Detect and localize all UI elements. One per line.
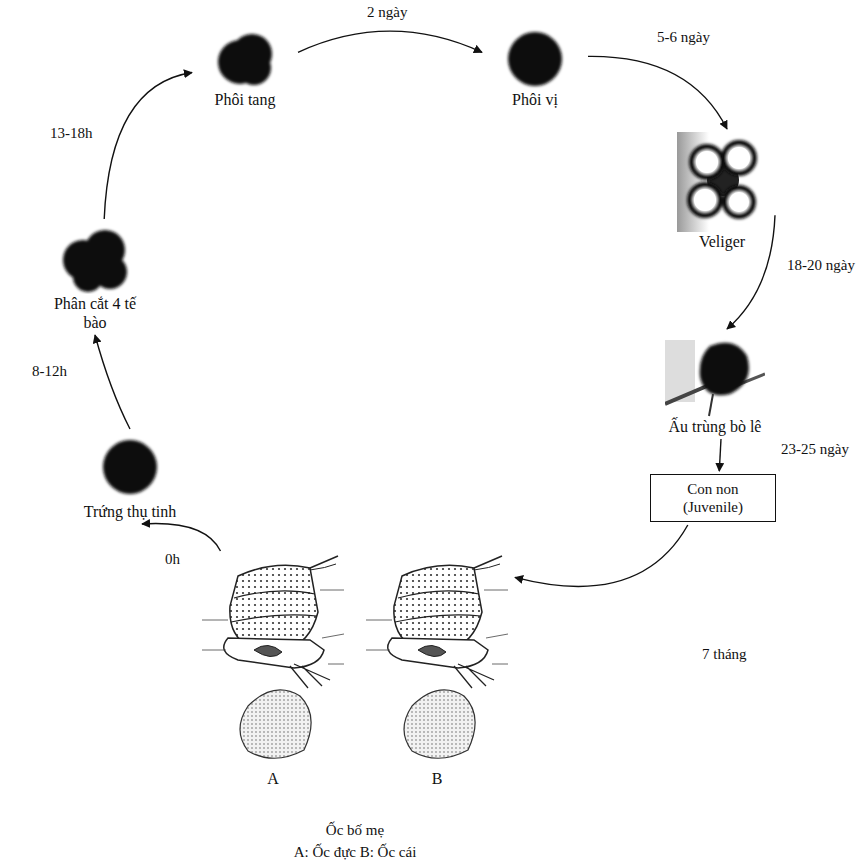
figure-letter: B [432,769,443,788]
illustration-part [474,564,500,570]
illustration [95,432,165,502]
illustration-part [665,386,707,404]
illustration [500,28,570,90]
cycle-arrow [104,73,192,219]
illustration-part [103,440,157,494]
stage-label: Ấu trùng bò lê [669,417,762,436]
duration-label: 7 tháng [700,645,749,663]
illustration-part [310,564,336,570]
illustration-part [508,32,562,86]
illustration-part [366,590,508,664]
illustration-part [690,143,754,216]
illustration [362,554,512,769]
parent-group: Ốc bố mẹA: Ốc đực B: Ốc cái A B [190,548,520,865]
duration-label: 18-20 ngày [785,256,857,274]
illustration-part [700,343,749,396]
caption-text: A: Ốc đực B: Ốc cái [294,841,417,863]
cycle-arrow [95,335,130,429]
illustration-part [224,638,324,668]
figure-letter: A [267,769,279,788]
stage-label: Veliger [699,232,745,251]
process-box: Con non (Juvenile) [650,474,776,522]
stage-label: Phân cắt 4 tế bào [49,294,141,332]
illustration-part [696,151,718,173]
stage-label: Con non (Juvenile) [663,480,763,516]
illustration-part [290,664,330,688]
cycle-arrow [719,439,721,471]
illustration [210,28,280,90]
illustration-part [234,591,315,598]
gastrula-figure [500,28,570,90]
illustration [198,554,348,769]
stage-node: Ấu trùng bò lê [655,332,775,436]
illustration-part [728,147,750,169]
duration-label: 5-6 ngày [655,28,712,46]
group-caption: Ốc bố mẹA: Ốc đực B: Ốc cái [190,819,520,863]
snail-figure [362,554,512,769]
illustration [55,222,135,294]
illustration-part [690,185,720,215]
cleavage-figure [55,222,135,294]
illustration-part [231,615,317,622]
stage-node: Veliger [672,132,772,251]
stage-node: Phôi vị [485,28,585,109]
duration-label: 23-25 ngày [779,440,851,458]
cycle-arrow [588,56,727,129]
cycle-arrow [727,215,775,329]
illustration-part [398,591,479,598]
duration-label: 13-18h [48,124,95,142]
duration-label: 0h [163,550,182,568]
illustration-part [230,565,318,650]
illustration-part [63,230,127,292]
illustration-part [404,690,475,758]
crawling-larva-figure [665,332,765,417]
illustration-part [73,262,103,292]
illustration-part [240,690,311,758]
illustration-part [218,34,272,85]
illustration-part [202,590,344,664]
stage-node: Trứng thụ tinh [70,432,190,521]
duration-label: 8-12h [30,362,69,380]
snail-node: A [198,554,348,788]
illustration-part [709,394,713,416]
illustration-part [474,556,502,568]
stage-label: Trứng thụ tinh [84,502,177,521]
illustration-part [237,51,271,85]
snail-node: B [362,554,512,788]
illustration-part [692,147,722,177]
cycle-arrow [298,31,482,52]
stage-node: Phân cắt 4 tế bào [49,222,141,332]
illustration-part [418,645,446,656]
cycle-arrow [515,525,688,586]
snail-figure [198,554,348,769]
caption-text: Ốc bố mẹ [326,819,384,841]
blastula-figure [210,28,280,90]
illustration-part [694,189,716,211]
illustration [665,332,765,417]
illustration-part [454,664,494,688]
cycle-arrow [142,524,221,551]
illustration-part [725,188,753,216]
illustration-part [394,565,482,650]
veliger-figure [677,132,767,232]
illustration-part [694,147,750,212]
illustration [677,132,767,232]
stage-node: Phôi tang [195,28,295,109]
illustration-part [388,638,488,668]
stage-label: Phôi tang [215,90,276,109]
stage-label: Phôi vị [512,90,558,109]
illustration-part [729,192,749,212]
illustration-part [254,645,282,656]
illustration-part [724,143,754,173]
egg-figure [95,432,165,502]
illustration-part [310,556,338,568]
illustration-part [395,615,481,622]
duration-label: 2 ngày [365,3,409,21]
